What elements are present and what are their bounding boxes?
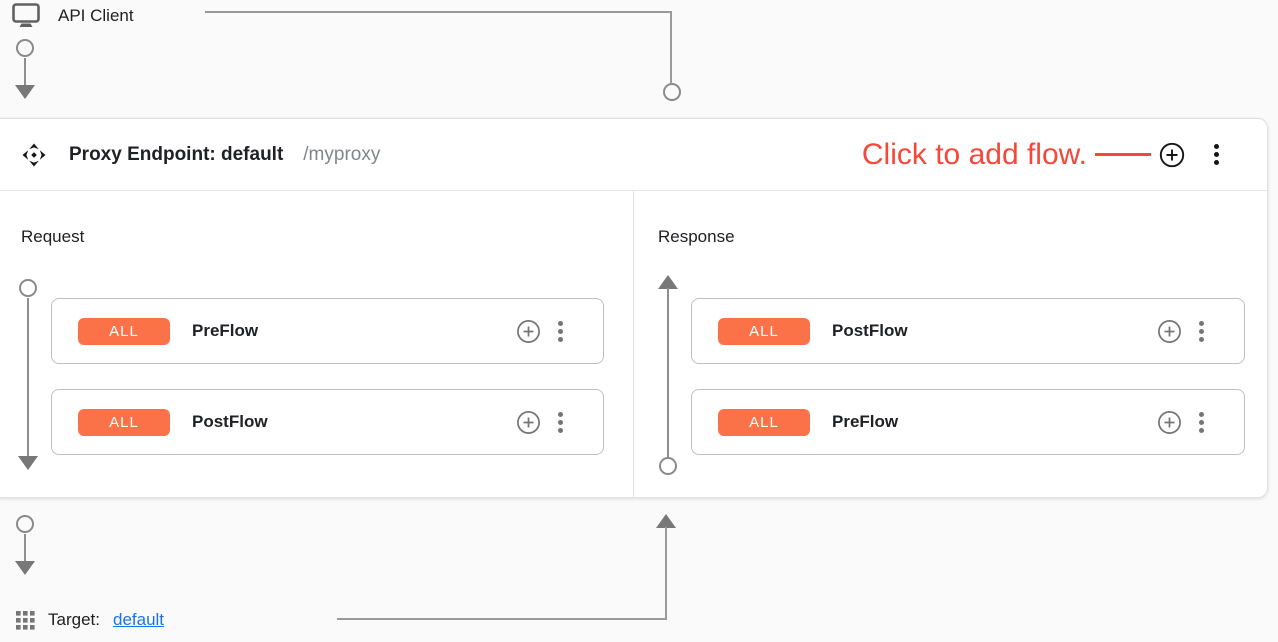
flow-name: PostFlow <box>832 321 908 340</box>
add-flow-button[interactable] <box>1159 142 1185 168</box>
request-panel-label: Request <box>21 227 85 246</box>
response-panel-label: Response <box>658 227 735 246</box>
add-flow-annotation: Click to add flow. <box>861 137 1087 171</box>
connector-line <box>27 298 29 456</box>
plus-circle-icon <box>1158 319 1181 343</box>
target-grid-icon <box>16 610 35 630</box>
plus-circle-icon <box>517 410 540 434</box>
plus-circle-icon <box>1158 410 1181 434</box>
arrow-down-icon <box>18 456 38 470</box>
flow-menu-button[interactable] <box>555 411 565 433</box>
response-preflow-card[interactable]: ALL PreFlow <box>691 389 1245 455</box>
connector-line <box>670 12 672 83</box>
proxy-endpoint-body: Request ALL PreFlow ALL PostF <box>0 191 1267 497</box>
connector-line <box>24 534 26 562</box>
flow-name: PreFlow <box>192 321 259 340</box>
kebab-menu-icon <box>555 320 565 342</box>
proxy-endpoint-basepath: /myproxy <box>303 143 381 165</box>
kebab-menu-icon <box>1196 320 1206 342</box>
kebab-menu-icon <box>555 411 565 433</box>
plus-circle-icon <box>1159 142 1185 167</box>
plus-circle-icon <box>517 319 540 343</box>
target-row: Target: default <box>16 610 164 630</box>
request-postflow-card[interactable]: ALL PostFlow <box>51 389 604 455</box>
add-policy-button[interactable] <box>516 319 541 344</box>
connector-line <box>667 288 669 458</box>
condition-badge: ALL <box>78 317 170 345</box>
proxy-endpoint-icon <box>22 143 46 166</box>
flow-menu-button[interactable] <box>555 320 565 342</box>
proxy-endpoint-title: Proxy Endpoint: default <box>69 143 284 165</box>
connector-node <box>663 83 681 101</box>
arrow-up-icon <box>656 514 676 528</box>
connector-node <box>19 279 37 297</box>
connector-line <box>24 58 26 86</box>
add-policy-button[interactable] <box>1157 319 1182 344</box>
connector-line <box>665 527 667 620</box>
response-postflow-card[interactable]: ALL PostFlow <box>691 298 1245 364</box>
connector-node <box>659 457 677 475</box>
target-label: Target: <box>48 610 100 629</box>
api-client-monitor-icon <box>12 3 40 27</box>
condition-badge: ALL <box>718 317 810 345</box>
add-policy-button[interactable] <box>1157 410 1182 435</box>
connector-line <box>205 11 672 13</box>
arrow-down-icon <box>15 85 35 99</box>
proxy-endpoint-menu-button[interactable] <box>1211 144 1221 165</box>
proxy-endpoint-card: Proxy Endpoint: default /myproxy Click t… <box>0 118 1268 498</box>
request-preflow-card[interactable]: ALL PreFlow <box>51 298 604 364</box>
flow-menu-button[interactable] <box>1196 411 1206 433</box>
connector-node <box>16 39 34 57</box>
proxy-endpoint-header: Proxy Endpoint: default /myproxy Click t… <box>0 119 1267 191</box>
flow-name: PreFlow <box>832 412 899 431</box>
flow-name: PostFlow <box>192 412 268 431</box>
kebab-menu-icon <box>1196 411 1206 433</box>
panel-divider <box>633 191 634 497</box>
arrow-up-icon <box>658 275 678 289</box>
condition-badge: ALL <box>718 408 810 436</box>
condition-badge: ALL <box>78 408 170 436</box>
api-client-label: API Client <box>58 6 134 25</box>
target-endpoint-link[interactable]: default <box>112 610 165 629</box>
kebab-menu-icon <box>1211 144 1221 165</box>
arrow-down-icon <box>15 561 35 575</box>
connector-line <box>337 618 667 620</box>
add-policy-button[interactable] <box>516 410 541 435</box>
connector-node <box>16 515 34 533</box>
flow-menu-button[interactable] <box>1196 320 1206 342</box>
annotation-pointer-line <box>1095 153 1151 156</box>
